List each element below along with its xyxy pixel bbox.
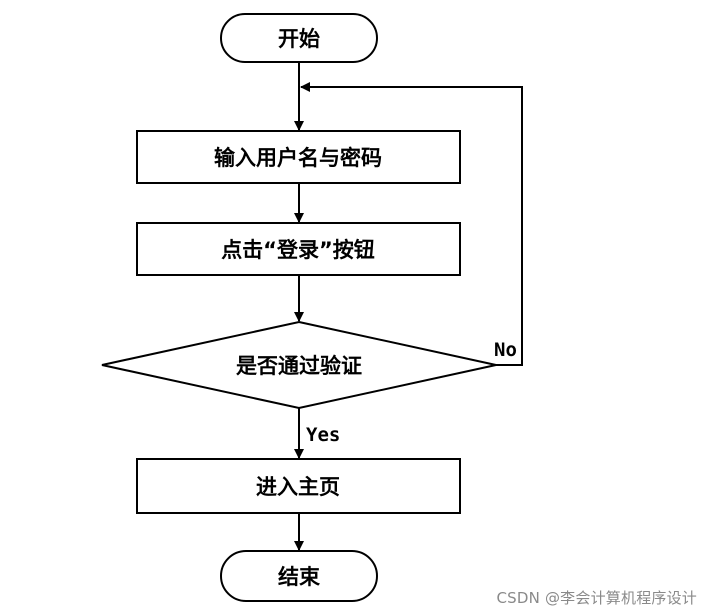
enter-home-node [136, 458, 461, 514]
watermark-text: CSDN @李会计算机程序设计 [496, 589, 697, 607]
end-node [220, 550, 378, 602]
click-login-label: 点击“登录”按钮 [221, 238, 375, 262]
no-loop-line [300, 82, 523, 366]
yes-edge-label: Yes [306, 424, 340, 446]
start-label: 开始 [278, 27, 320, 51]
no-edge-label: No [494, 339, 517, 361]
input-credentials-node [136, 130, 461, 184]
enter-home-label: 进入主页 [256, 475, 340, 499]
end-label: 结束 [278, 565, 321, 589]
input-credentials-label: 输入用户名与密码 [214, 146, 382, 170]
verify-decision-label: 是否通过验证 [236, 354, 362, 378]
